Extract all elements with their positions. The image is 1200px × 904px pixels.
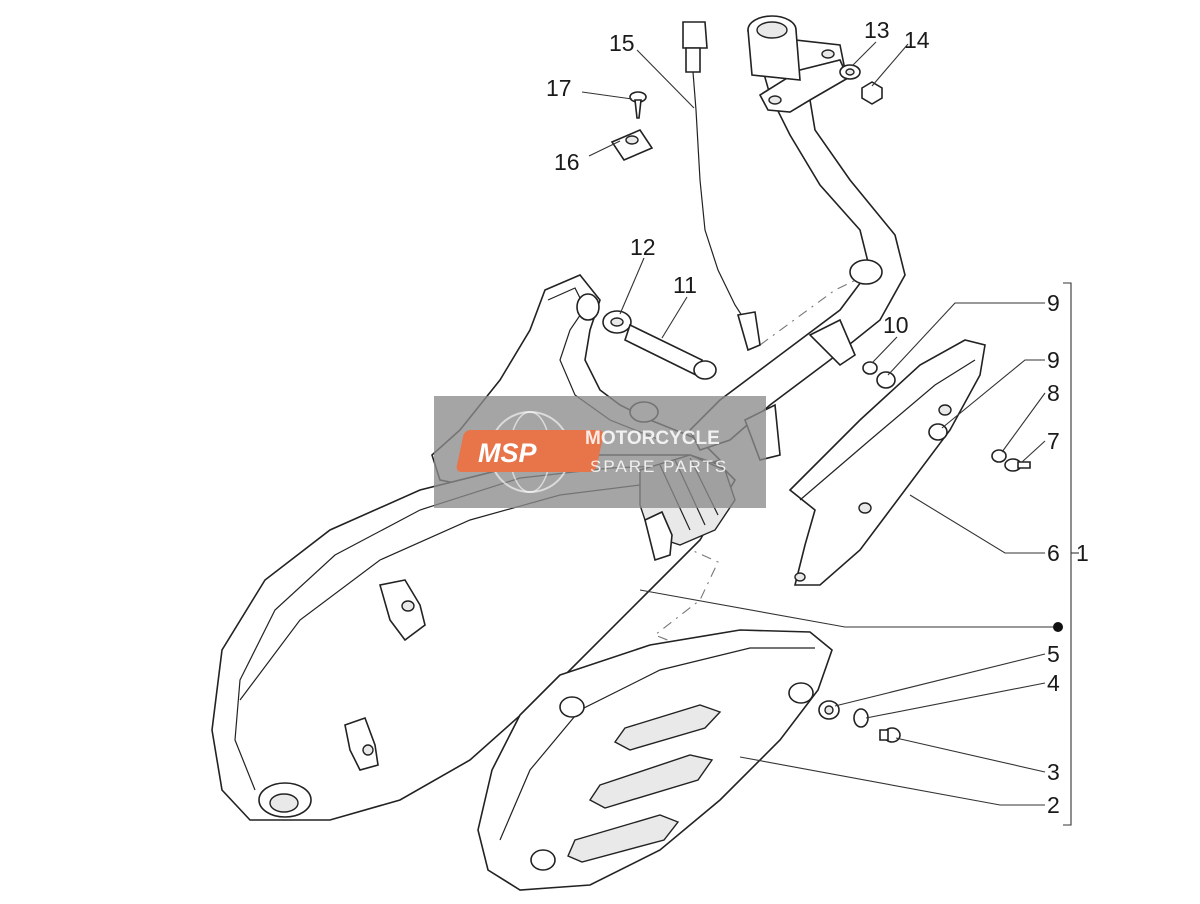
callout-14: 14 — [904, 27, 930, 53]
callout-12: 12 — [630, 234, 656, 260]
callout-2: 2 — [1047, 792, 1060, 818]
callout-15: 15 — [609, 30, 635, 56]
hardware-parts — [602, 21, 1031, 743]
muffler-body-part — [211, 454, 737, 821]
alignment-dashed-lines — [653, 277, 861, 646]
watermark-line2: SPARE PARTS — [590, 457, 728, 476]
callout-8: 8 — [1047, 380, 1060, 406]
callout-16: 16 — [554, 149, 580, 175]
callout-6: 6 — [1047, 540, 1060, 566]
group-marker-dot — [1053, 622, 1063, 632]
callout-3: 3 — [1047, 759, 1060, 785]
callout-labels: 1 2 3 4 5 6 7 8 9 9 10 11 12 13 14 15 16… — [546, 17, 1089, 818]
callout-10: 10 — [883, 312, 909, 338]
callout-1: 1 — [1076, 540, 1089, 566]
watermark: MSP MOTORCYCLE SPARE PARTS — [434, 396, 766, 508]
watermark-line1: MOTORCYCLE — [585, 428, 720, 449]
callout-9-upper: 9 — [1047, 290, 1060, 316]
callout-5: 5 — [1047, 641, 1060, 667]
leader-lines — [581, 41, 1063, 806]
callout-4: 4 — [1047, 670, 1060, 696]
callout-9-lower: 9 — [1047, 347, 1060, 373]
callout-7: 7 — [1047, 428, 1060, 454]
callout-17: 17 — [546, 75, 572, 101]
callout-11: 11 — [673, 272, 697, 298]
watermark-logo: MSP — [478, 438, 538, 468]
assembly-bracket — [1063, 282, 1079, 826]
lower-heat-shield-part — [477, 629, 833, 891]
upper-heat-shield-part — [788, 339, 986, 586]
callout-13: 13 — [864, 17, 890, 43]
